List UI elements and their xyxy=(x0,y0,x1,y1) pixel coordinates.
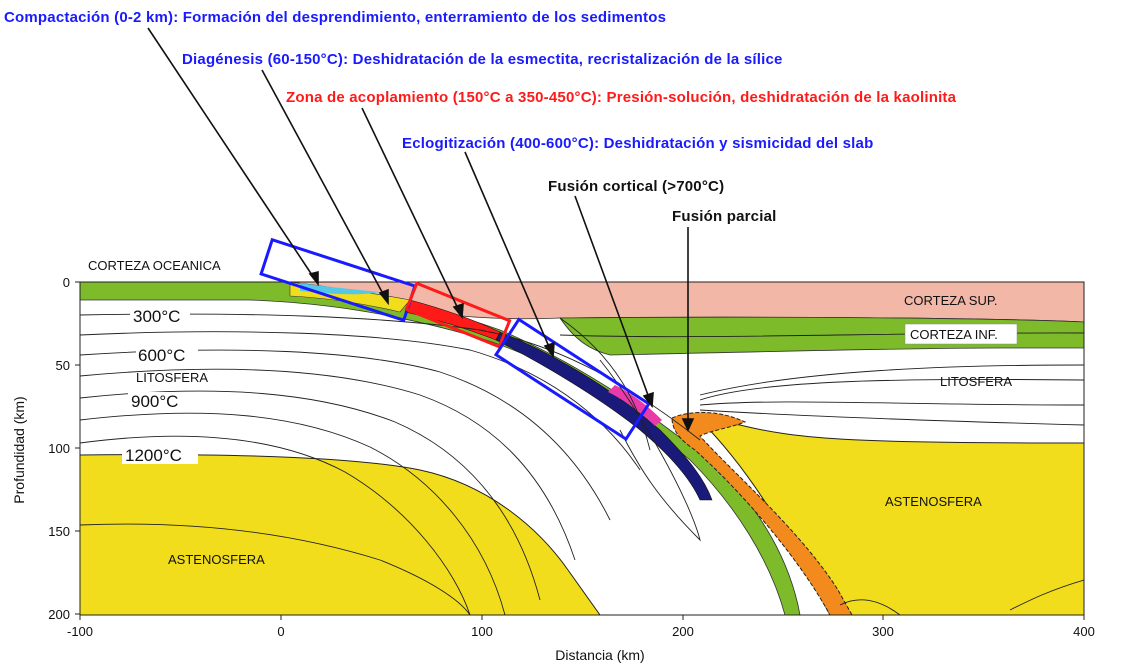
subducting-slab xyxy=(495,331,713,501)
cyan-sediment xyxy=(300,283,380,295)
x-tick-label: 100 xyxy=(471,624,493,639)
y-tick-label: 0 xyxy=(63,275,70,290)
y-axis-ticks xyxy=(75,281,80,615)
x-tick-label: 0 xyxy=(277,624,284,639)
iso-600-bg xyxy=(136,346,198,364)
label-lithosphere-right: LITOSFERA xyxy=(940,374,1012,389)
iso-1200-bg xyxy=(122,446,198,464)
annotation-eclogitization: Eclogitización (400-600°C): Deshidrataci… xyxy=(402,135,874,152)
label-lithosphere-left: LITOSFERA xyxy=(136,370,208,385)
asthenosphere-left xyxy=(80,454,601,615)
label-oceanic-crust: CORTEZA OCEANICA xyxy=(88,258,221,273)
y-tick-label: 150 xyxy=(48,524,70,539)
label-isotherm-1200: 1200°C xyxy=(125,446,182,465)
annotation-partial-melting: Fusión parcial xyxy=(672,208,777,225)
label-isotherm-600: 600°C xyxy=(138,346,185,365)
x-tick-label: -100 xyxy=(67,624,93,639)
asthenosphere-right xyxy=(698,419,1084,615)
label-upper-crust: CORTEZA SUP. xyxy=(904,293,997,308)
label-isotherm-300: 300°C xyxy=(133,307,180,326)
label-asthenosphere-left: ASTENOSFERA xyxy=(168,552,265,567)
mantle-wedge-melt xyxy=(671,411,853,615)
box-coupling-zone xyxy=(404,281,512,349)
iso-900-bg xyxy=(128,392,194,410)
y-tick-label: 200 xyxy=(48,607,70,622)
label-box-lower-crust xyxy=(904,323,1018,345)
y-axis-title: Profundidad (km) xyxy=(11,396,27,503)
x-axis-title: Distancia (km) xyxy=(555,647,644,663)
x-axis-ticks xyxy=(79,615,1085,620)
annotation-crustal-melting: Fusión cortical (>700°C) xyxy=(548,178,725,195)
label-lower-crust: CORTEZA INF. xyxy=(910,327,998,342)
x-tick-label: 400 xyxy=(1073,624,1095,639)
label-isotherm-900: 900°C xyxy=(131,392,178,411)
annotation-compaction: Compactación (0-2 km): Formación del des… xyxy=(4,9,667,26)
annotation-coupling-zone: Zona de acoplamiento (150°C a 350-450°C)… xyxy=(286,89,957,106)
x-tick-label: 300 xyxy=(872,624,894,639)
iso-300-bg xyxy=(130,307,190,325)
box-eclogitization xyxy=(493,317,651,442)
x-tick-label: 200 xyxy=(672,624,694,639)
y-tick-label: 100 xyxy=(48,441,70,456)
label-asthenosphere-right: ASTENOSFERA xyxy=(885,494,982,509)
annotation-diagenesis: Diagénesis (60-150°C): Deshidratación de… xyxy=(182,51,783,68)
annotation-arrows xyxy=(147,27,695,432)
y-tick-label: 50 xyxy=(56,358,70,373)
melt-zone-tongue xyxy=(599,359,701,542)
